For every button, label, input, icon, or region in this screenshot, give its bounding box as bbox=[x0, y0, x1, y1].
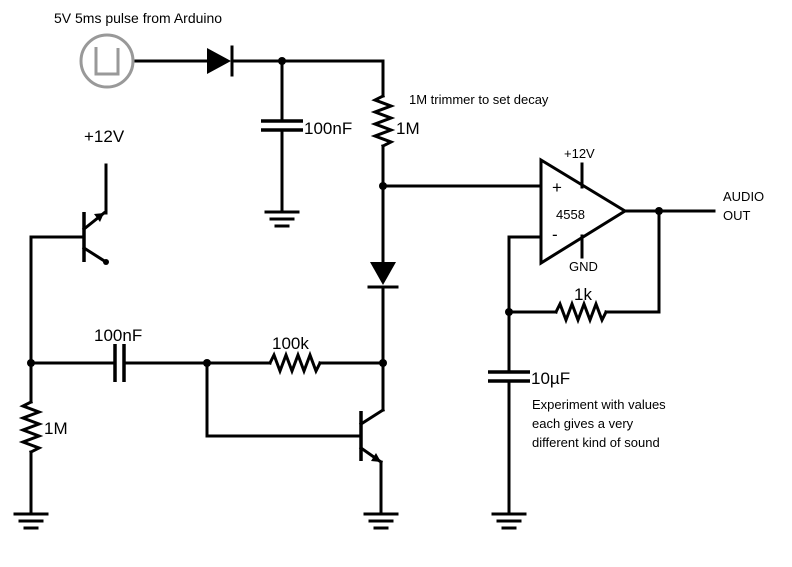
capacitor-mid-symbol bbox=[113, 344, 126, 382]
capacitor-top-label: 100nF bbox=[304, 119, 352, 138]
capacitor-output-symbol bbox=[488, 370, 530, 383]
diode-vertical-symbol bbox=[367, 262, 399, 289]
diode-top-symbol bbox=[207, 45, 234, 77]
opamp-plus-label: + bbox=[552, 178, 562, 197]
resistor-trimmer-symbol bbox=[370, 93, 396, 149]
opamp-gnd-label: GND bbox=[569, 259, 598, 274]
resistor-left-label: 1M bbox=[44, 419, 68, 438]
trimmer-note: 1M trimmer to set decay bbox=[409, 92, 549, 107]
capacitor-top-symbol bbox=[261, 119, 303, 132]
experiment-note-line2: each gives a very bbox=[532, 416, 634, 431]
supply-left-label: +12V bbox=[84, 127, 125, 146]
ground-symbol-left bbox=[13, 512, 49, 530]
transistor-left-symbol bbox=[81, 210, 109, 265]
ground-symbol-top bbox=[264, 210, 300, 228]
opamp-supply-label: +12V bbox=[564, 146, 595, 161]
transistor-bottom-symbol bbox=[358, 407, 386, 465]
opamp-minus-label: - bbox=[552, 225, 558, 244]
resistor-mid-label: 100k bbox=[272, 334, 309, 353]
capacitor-mid-label: 100nF bbox=[94, 326, 142, 345]
resistor-feedback-symbol bbox=[553, 299, 609, 325]
pulse-source-symbol bbox=[79, 33, 135, 89]
ground-symbol-bottom bbox=[363, 512, 399, 530]
resistor-feedback-label: 1k bbox=[574, 285, 592, 304]
capacitor-output-label: 10µF bbox=[531, 369, 570, 388]
ground-symbol-cap bbox=[491, 512, 527, 530]
experiment-note-line3: different kind of sound bbox=[532, 435, 660, 450]
pulse-source-label: 5V 5ms pulse from Arduino bbox=[54, 10, 222, 26]
audio-out-label-2: OUT bbox=[723, 208, 751, 223]
experiment-note-line1: Experiment with values bbox=[532, 397, 666, 412]
resistor-mid-symbol bbox=[267, 350, 323, 376]
opamp-part-label: 4558 bbox=[556, 207, 585, 222]
resistor-trimmer-label: 1M bbox=[396, 119, 420, 138]
resistor-left-symbol bbox=[18, 399, 44, 455]
audio-out-label: AUDIO bbox=[723, 189, 764, 204]
